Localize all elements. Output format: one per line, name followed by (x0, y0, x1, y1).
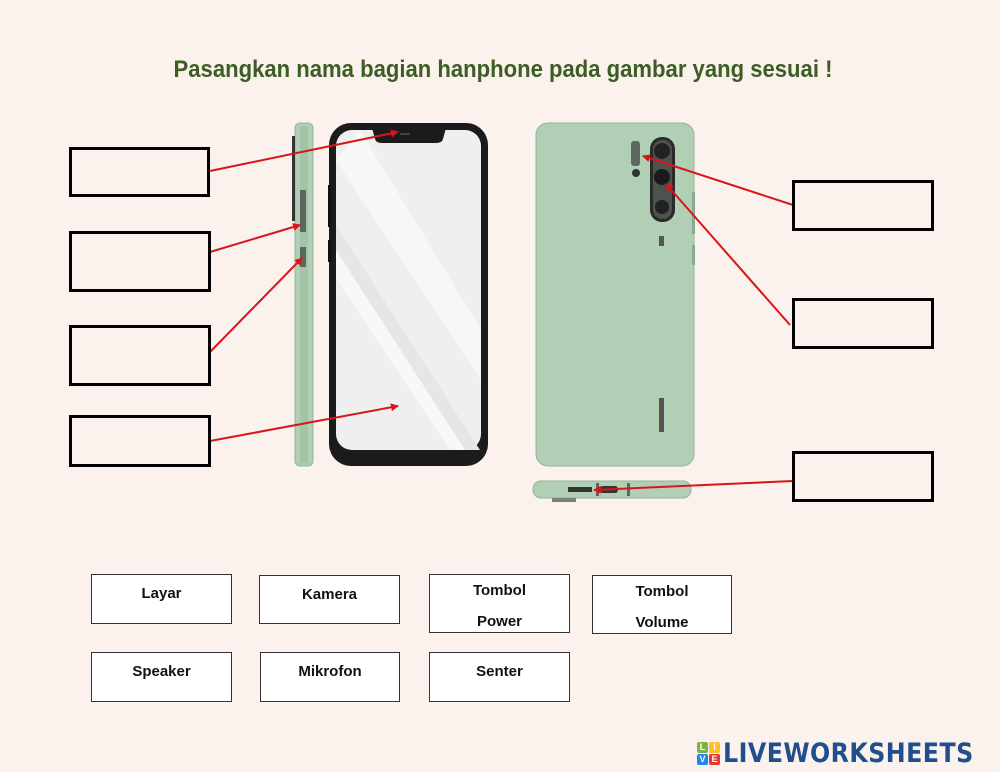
earpiece (400, 133, 410, 135)
drop-zone-volume-button[interactable] (69, 231, 211, 292)
drop-zone-camera[interactable] (792, 298, 934, 349)
card-label-line2: Volume (635, 614, 689, 631)
answer-card-tombol-volume[interactable]: Tombol Volume (592, 575, 732, 634)
answer-card-layar[interactable]: Layar (91, 574, 232, 624)
speaker-grill (568, 487, 592, 492)
answer-card-speaker[interactable]: Speaker (91, 652, 232, 702)
liveworksheets-logo: L I V E LIVEWORKSHEETS (697, 738, 1000, 769)
drop-zone-earpiece[interactable] (69, 147, 210, 197)
card-label: Senter (476, 663, 523, 680)
drop-zone-microphone[interactable] (792, 451, 934, 502)
answer-card-kamera[interactable]: Kamera (259, 575, 400, 624)
drop-zone-flash[interactable] (792, 180, 934, 231)
side-volume-button (300, 190, 306, 232)
phone-front-view (328, 123, 488, 466)
side-power-button (300, 247, 306, 267)
card-label-line2: Power (476, 613, 522, 630)
flash (631, 141, 640, 166)
card-label-line1: Tombol (472, 582, 527, 599)
card-label-line1: Tombol (635, 583, 689, 600)
card-label: Kamera (301, 586, 358, 603)
pointer-arrows (209, 129, 794, 494)
card-label: Speaker (132, 663, 191, 680)
live-grid-icon: L I V E (697, 742, 720, 765)
answer-card-mikrofon[interactable]: Mikrofon (260, 652, 400, 702)
card-label: Mikrofon (298, 663, 362, 680)
answer-card-tombol-power[interactable]: Tombol Power (429, 574, 570, 633)
answer-card-senter[interactable]: Senter (429, 652, 570, 702)
brand-text: LIVEWORKSHEETS (723, 738, 974, 769)
phone-bottom-view (532, 480, 692, 502)
phone-back-view (535, 122, 695, 467)
card-label: Layar (141, 585, 182, 602)
page-title: Pasangkan nama bagian hanphone pada gamb… (173, 56, 833, 83)
phone-side-view (292, 122, 314, 467)
drop-zone-power-button[interactable] (69, 325, 211, 386)
drop-zone-screen[interactable] (69, 415, 211, 467)
